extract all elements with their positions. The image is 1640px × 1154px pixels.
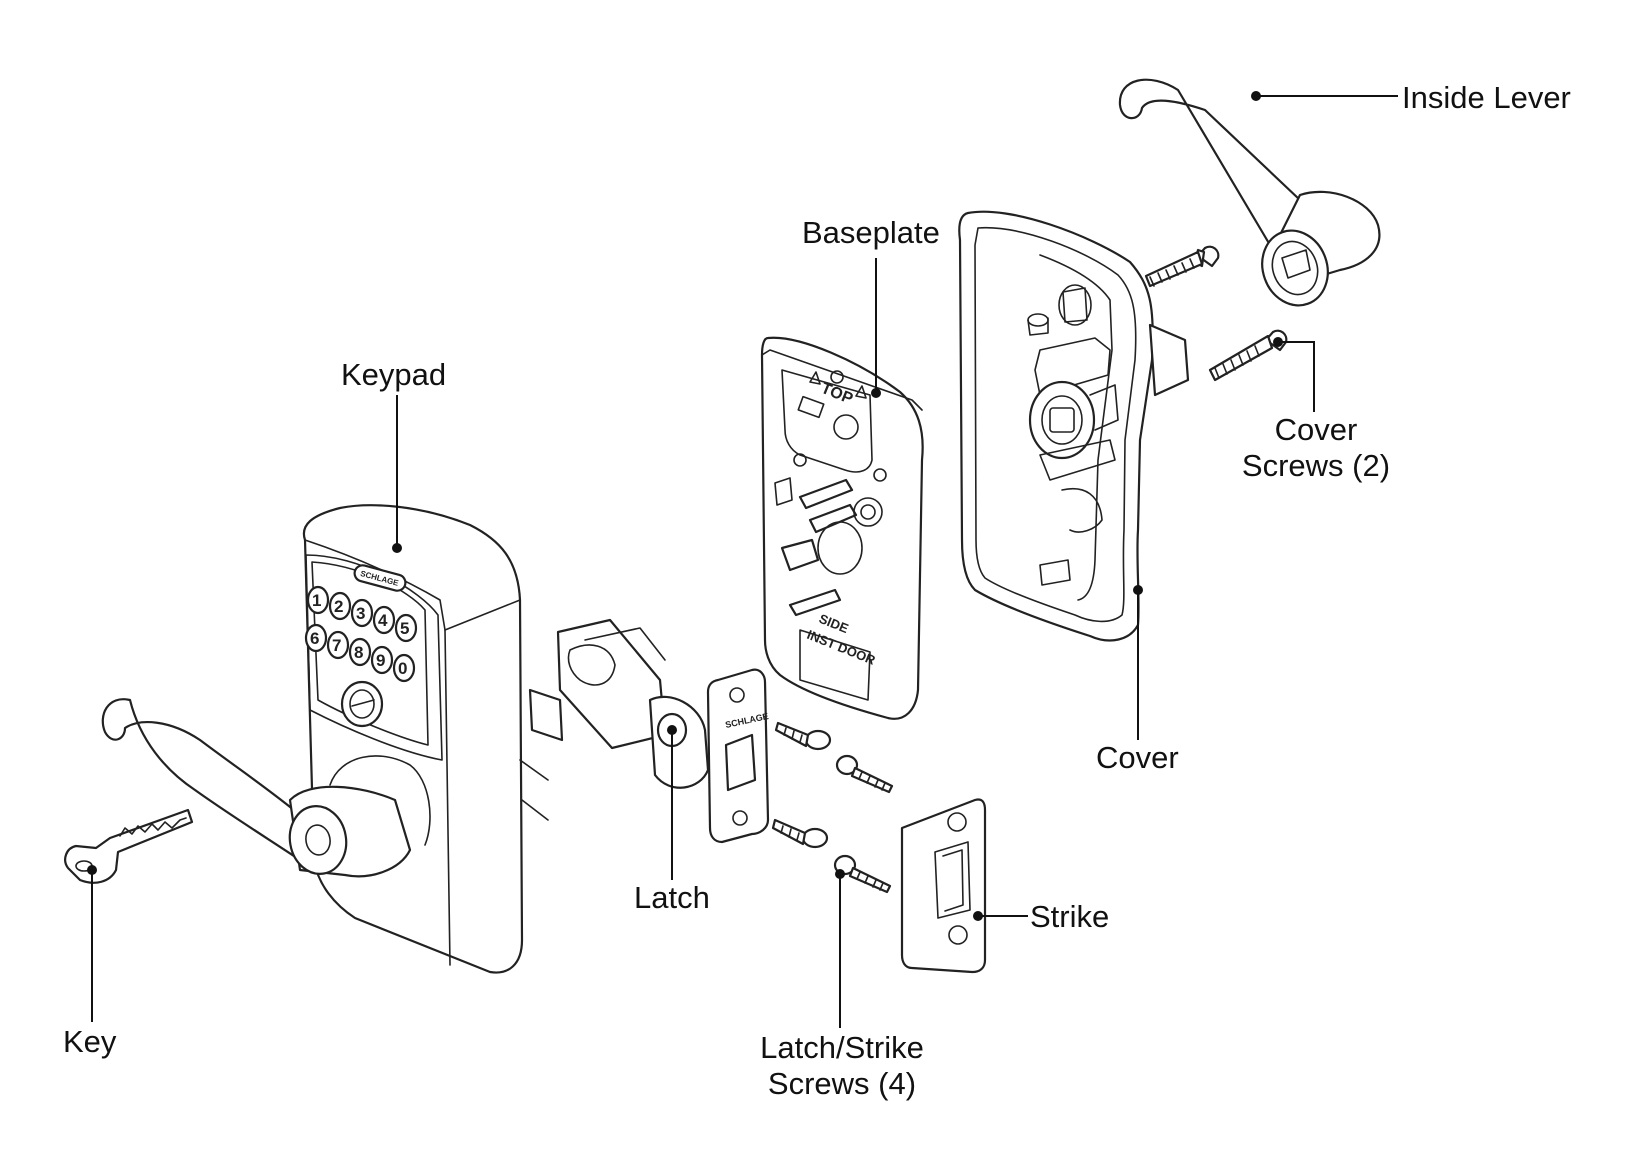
svg-text:8: 8 bbox=[354, 643, 363, 662]
baseplate: TOP SIDE INST DOOR bbox=[760, 336, 924, 720]
key-button-1: 1 bbox=[306, 585, 330, 615]
key-button-9: 9 bbox=[370, 645, 394, 675]
label-cover-screws-line2: Screws (2) bbox=[1242, 448, 1390, 483]
key-button-0: 0 bbox=[392, 653, 416, 683]
leader-cover bbox=[1133, 585, 1143, 740]
leader-keypad bbox=[392, 395, 402, 553]
svg-text:3: 3 bbox=[356, 604, 365, 623]
key-button-3: 3 bbox=[350, 598, 374, 628]
leader-key bbox=[87, 865, 97, 1022]
cover bbox=[958, 210, 1190, 642]
label-cover: Cover bbox=[1096, 740, 1179, 775]
leader-strike bbox=[973, 911, 1028, 921]
label-baseplate: Baseplate bbox=[802, 215, 940, 250]
key bbox=[64, 808, 194, 884]
key-button-8: 8 bbox=[348, 637, 372, 667]
svg-text:1: 1 bbox=[312, 591, 321, 610]
label-keypad: Keypad bbox=[341, 357, 446, 392]
inside-lever bbox=[1118, 78, 1381, 307]
label-latch: Latch bbox=[634, 880, 710, 915]
leader-latch-strike-screws bbox=[835, 869, 845, 1028]
svg-text:6: 6 bbox=[310, 629, 319, 648]
label-inside-lever: Inside Lever bbox=[1402, 80, 1571, 115]
cover-screw-lower bbox=[1208, 329, 1288, 382]
label-strike: Strike bbox=[1030, 899, 1109, 934]
svg-text:5: 5 bbox=[400, 619, 409, 638]
leader-latch bbox=[667, 725, 677, 880]
leader-inside-lever bbox=[1251, 91, 1398, 101]
label-cover-screws-line1: Cover bbox=[1275, 412, 1358, 447]
latch-strike-screw-4 bbox=[833, 854, 892, 894]
latch-strike-screw-1 bbox=[774, 721, 832, 751]
svg-text:9: 9 bbox=[376, 651, 385, 670]
svg-text:4: 4 bbox=[378, 611, 388, 630]
key-button-2: 2 bbox=[328, 591, 352, 621]
key-button-6: 6 bbox=[304, 623, 328, 653]
label-latch-strike-screws-line1: Latch/Strike bbox=[760, 1030, 924, 1065]
leader-baseplate bbox=[871, 258, 881, 398]
key-button-5: 5 bbox=[394, 613, 418, 643]
leader-cover-screws bbox=[1273, 337, 1315, 412]
label-key: Key bbox=[63, 1024, 117, 1059]
svg-text:0: 0 bbox=[398, 659, 407, 678]
cover-screw-upper bbox=[1144, 245, 1220, 288]
latch: SCHLAGE bbox=[556, 618, 769, 844]
svg-text:2: 2 bbox=[334, 597, 343, 616]
label-latch-strike-screws-line2: Screws (4) bbox=[768, 1066, 916, 1101]
strike bbox=[900, 798, 987, 974]
svg-text:7: 7 bbox=[332, 636, 341, 655]
outside-lever bbox=[101, 698, 412, 878]
key-button-7: 7 bbox=[326, 630, 350, 660]
latch-strike-screw-2 bbox=[835, 754, 894, 794]
latch-strike-screw-3 bbox=[771, 818, 829, 849]
keypad: SCHLAGE 1 2 3 4 5 6 7 8 9 0 bbox=[302, 504, 564, 974]
key-button-4: 4 bbox=[372, 605, 396, 635]
